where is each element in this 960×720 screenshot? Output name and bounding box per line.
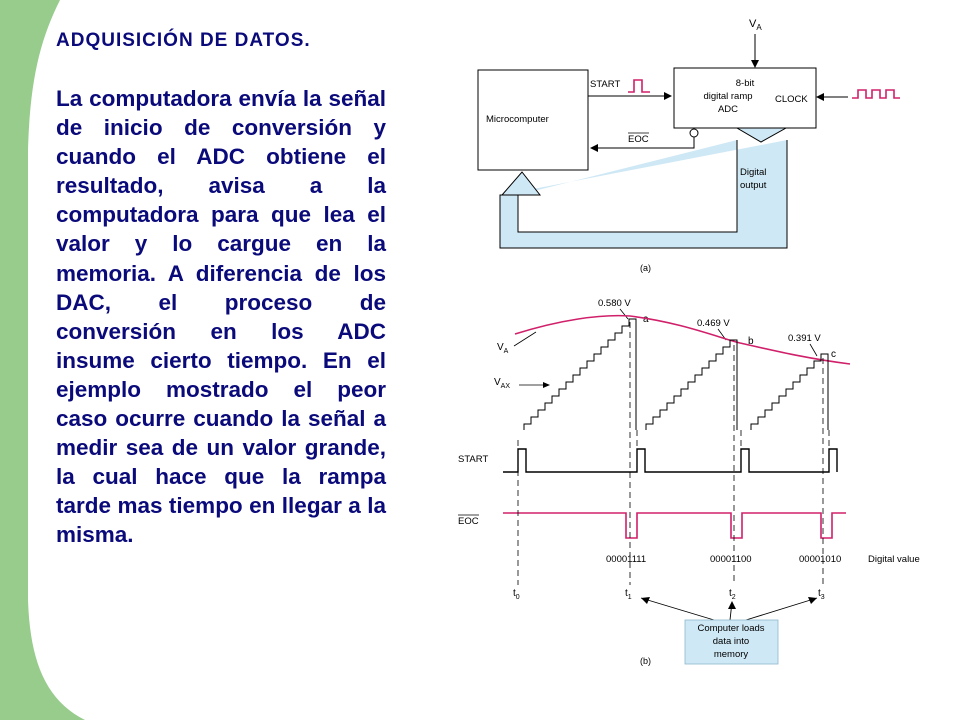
adc-figure: VA 8-bit digital ramp ADC CLOCK Microcom… <box>458 18 920 666</box>
point-a-label: a <box>643 314 649 325</box>
t3-label: t3 <box>818 588 825 601</box>
slide-body-text: La computadora envía la señal de inicio … <box>56 86 386 548</box>
adc-label-1: 8-bit <box>736 78 755 89</box>
fig-b-eoc-label: EOC <box>458 516 479 527</box>
digital-value-label: Digital value <box>868 554 920 565</box>
t0-label: t0 <box>513 588 520 601</box>
ramp-staircase-1 <box>523 318 637 430</box>
eoc-waveform <box>503 512 846 539</box>
fig-b-vax-label: VAX <box>494 377 510 390</box>
adc-label-2: digital ramp <box>703 91 752 102</box>
note-line-3: memory <box>714 649 749 660</box>
digital-code-3: 00001010 <box>799 554 841 565</box>
volt-label-a: 0.580 V <box>598 298 631 309</box>
volt-label-c: 0.391 V <box>788 333 821 344</box>
fig-b-start-label: START <box>458 454 488 465</box>
digital-output-label-2: output <box>740 180 767 191</box>
start-pulse-icon <box>628 79 650 93</box>
start-waveform <box>503 448 838 473</box>
point-c-label: c <box>831 349 836 360</box>
adc-box <box>673 67 817 129</box>
ramp-staircase-3 <box>750 353 829 430</box>
digital-code-2: 00001100 <box>710 554 752 565</box>
figure-b-timing-diagram: 0.580 V 0.469 V 0.391 V a b c VA VAX STA… <box>458 298 920 666</box>
eoc-bubble <box>689 128 699 138</box>
slide-title: ADQUISICIÓN DE DATOS. <box>56 30 311 51</box>
t1-label: t1 <box>625 588 632 601</box>
digital-output-label-1: Digital <box>740 167 766 178</box>
time-marker-lines <box>517 322 830 585</box>
fig-b-caption: (b) <box>640 656 651 666</box>
fig-a-eoc-label: EOC <box>628 134 649 145</box>
point-b-label: b <box>748 336 754 347</box>
computer-loads-note-box <box>684 619 779 665</box>
note-line-2: data into <box>713 636 749 647</box>
left-accent-band <box>0 0 28 720</box>
adc-label-3: ADC <box>718 104 738 115</box>
fig-a-start-label: START <box>590 79 620 90</box>
clock-signal-icon <box>852 89 900 99</box>
ramp-staircase-2 <box>645 339 738 430</box>
figure-a-block-diagram: VA 8-bit digital ramp ADC CLOCK Microcom… <box>477 18 900 273</box>
volt-label-b: 0.469 V <box>697 318 730 329</box>
microcomputer-label: Microcomputer <box>486 114 549 125</box>
t2-label: t2 <box>729 588 736 601</box>
digital-output-bus <box>499 140 788 249</box>
microcomputer-box <box>477 69 589 171</box>
digital-code-1: 00001111 <box>606 554 646 565</box>
va-curve <box>514 314 851 365</box>
fig-b-va-label: VA <box>497 342 509 355</box>
fig-a-va-label: VA <box>749 18 762 32</box>
adc-clock-label: CLOCK <box>775 94 808 105</box>
note-line-1: Computer loads <box>697 623 764 634</box>
fig-a-caption: (a) <box>640 263 651 273</box>
